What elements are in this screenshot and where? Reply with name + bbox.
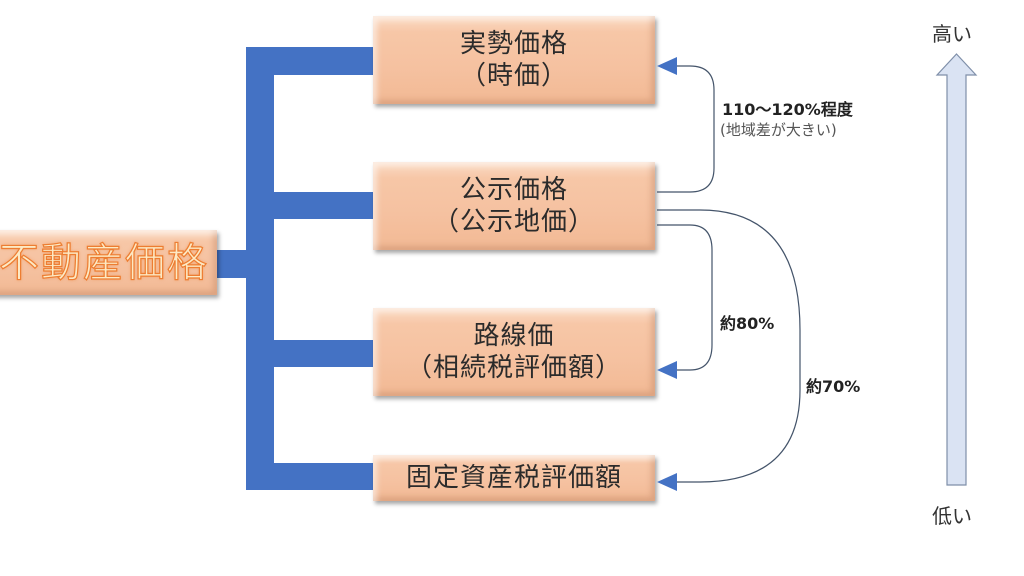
node-market-price-title: 実勢価格 (459, 28, 568, 59)
node-market-price-subtitle: （時価） (459, 61, 568, 91)
node-public-price: 公示価格 （公示地価） (373, 162, 655, 250)
curve-public-to-market (657, 65, 715, 193)
scale-low-label: 低い (932, 504, 972, 528)
arrowhead-fixed-icon (657, 473, 677, 491)
bracket-branch-fixed (246, 463, 376, 490)
relation-note-market: (地域差が大きい) (720, 121, 837, 139)
node-fixed-asset-value: 固定資産税評価額 (373, 455, 655, 501)
scale-high-label: 高い (932, 22, 972, 46)
bracket-branch-market (246, 47, 376, 75)
node-market-price: 実勢価格 （時価） (373, 16, 655, 104)
node-route-price-title: 路線価 (473, 320, 555, 351)
root-node: 不動産価格 (0, 230, 217, 295)
arrowhead-market-icon (657, 57, 677, 75)
bracket-branch-route (246, 340, 376, 367)
node-route-price: 路線価 （相続税評価額） (373, 308, 655, 396)
arrowhead-route-icon (657, 361, 677, 379)
node-fixed-asset-value-title: 固定資産税評価額 (405, 462, 622, 493)
node-route-price-subtitle: （相続税評価額） (405, 353, 622, 383)
relation-label-market: 110〜120%程度 (722, 100, 853, 119)
root-node-label: 不動産価格 (0, 239, 209, 286)
node-public-price-subtitle: （公示地価） (432, 207, 595, 237)
bracket-root-link (215, 250, 274, 278)
bracket-branch-public (246, 192, 376, 219)
relation-label-route: 約80% (720, 314, 775, 333)
curve-public-to-route (657, 224, 713, 371)
curve-public-to-fixed (657, 209, 801, 483)
up-arrow-icon (935, 53, 978, 486)
node-public-price-title: 公示価格 (459, 174, 568, 205)
relation-label-fixed: 約70% (806, 377, 861, 396)
